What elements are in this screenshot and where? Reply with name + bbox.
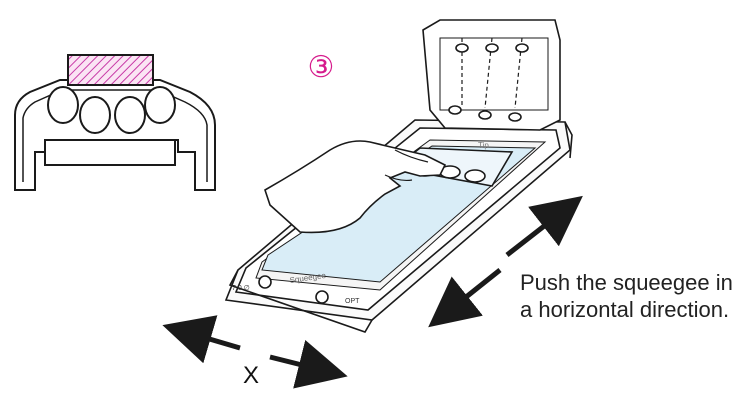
caption-line-1: Push the squeegee in — [520, 270, 733, 295]
squeegee-cross-section — [14, 54, 216, 191]
left-button-label: 7.0 ∅ — [232, 285, 250, 292]
x-axis-label: X — [243, 362, 260, 389]
caption-line-2: a horizontal direction. — [520, 297, 730, 322]
squeegee-highlight — [67, 54, 154, 86]
left-button — [258, 275, 272, 289]
tip-label: Tip — [478, 141, 489, 150]
step-number: ③ — [307, 51, 335, 84]
right-button-label: OPT — [345, 298, 360, 305]
right-button — [315, 290, 329, 304]
tray-lid: Tip — [422, 19, 561, 150]
squeegee-with-hand — [264, 140, 514, 234]
instruction-caption: Push the squeegee in a horizontal direct… — [520, 269, 744, 323]
push-direction-arrow — [428, 195, 583, 328]
x-axis-arrows — [162, 315, 348, 389]
